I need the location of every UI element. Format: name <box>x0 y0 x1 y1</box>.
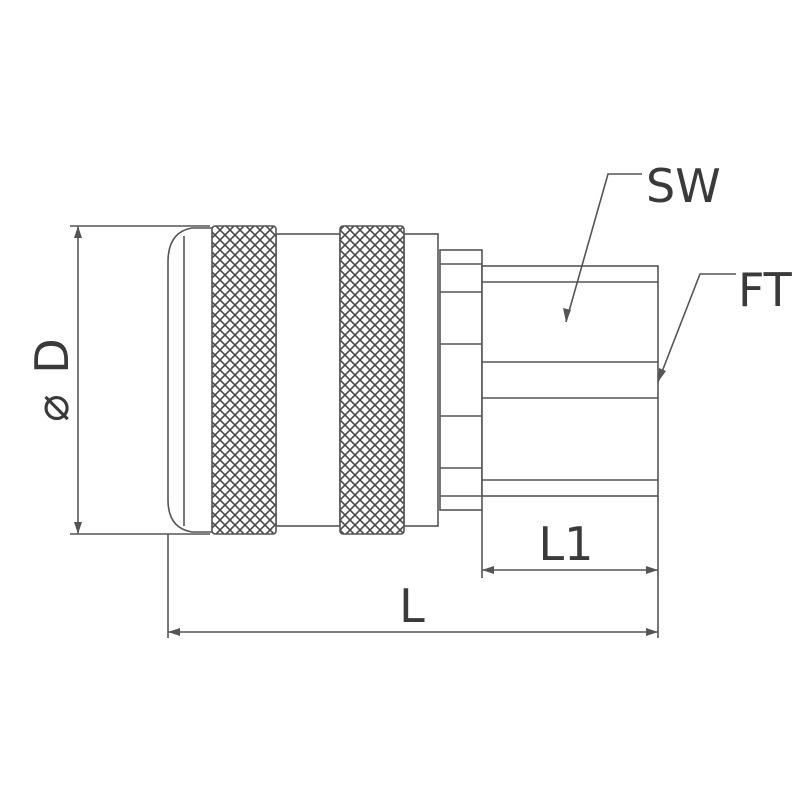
arrow-d-top <box>74 226 82 238</box>
arrow-l1-left <box>482 566 494 574</box>
sleeve-body <box>275 233 341 527</box>
sw-label: SW <box>646 159 721 213</box>
l1-label: L1 <box>539 517 594 571</box>
sleeve-rear <box>403 233 439 527</box>
coupler-nose <box>167 227 212 533</box>
diameter-label: D <box>25 338 79 373</box>
arrow-l-left <box>168 628 180 636</box>
arrow-l1-right <box>646 566 658 574</box>
leader-sw <box>565 173 642 323</box>
hex-nut <box>439 249 483 511</box>
threaded-body <box>481 265 659 497</box>
l-label: L <box>399 579 425 633</box>
knurled-ring-rear <box>339 225 405 535</box>
arrow-sw <box>563 308 571 322</box>
arrow-ft <box>658 368 666 382</box>
diameter-symbol-label: ⌀ <box>25 394 79 422</box>
arrow-d-bottom <box>74 522 82 534</box>
ft-label: FT <box>738 263 793 317</box>
knurled-ring-front <box>211 225 277 535</box>
leader-ft <box>657 273 736 383</box>
arrow-l-right <box>646 628 658 636</box>
